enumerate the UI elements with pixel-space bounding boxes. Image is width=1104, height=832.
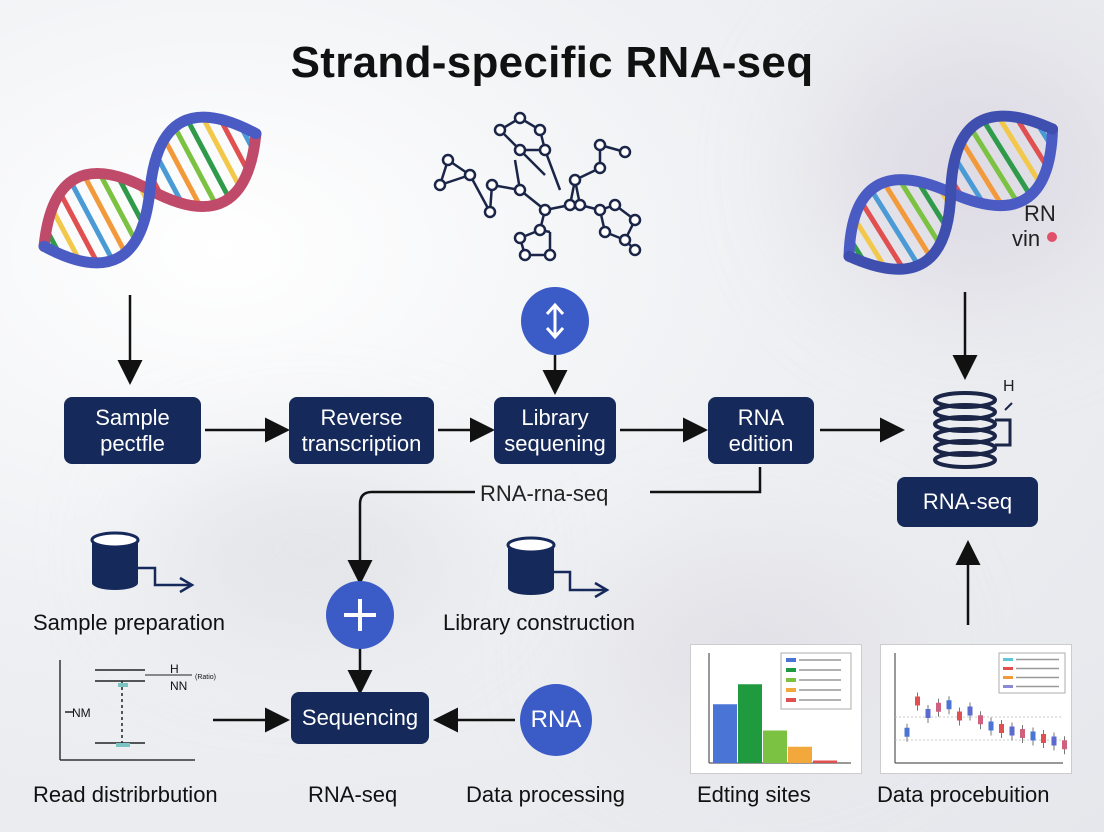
legend-swatch	[786, 688, 796, 692]
dna-helix-right-icon	[843, 110, 1059, 275]
bar-chart-svg	[708, 652, 852, 764]
dna-rung	[200, 116, 242, 188]
dna-rung	[98, 173, 138, 241]
dna-rung	[981, 118, 1033, 197]
box-10	[999, 724, 1004, 733]
label-editing-sites: Edting sites	[697, 782, 811, 807]
dna-rung	[219, 120, 250, 171]
plot-tag: (Ratio)	[195, 674, 216, 681]
molecule-icon	[433, 111, 642, 262]
editing-sites-chart	[690, 644, 862, 774]
bar-1	[713, 704, 737, 763]
dna-rung	[968, 126, 1020, 204]
dna-rung	[853, 218, 887, 268]
box-5	[946, 700, 952, 710]
dna-rung	[954, 158, 985, 204]
reverse-transcription-box: Reverse transcription	[289, 397, 434, 464]
label-read-distribution: Read distribrbution	[33, 782, 218, 807]
bar-3	[763, 730, 787, 763]
plot-marker-nn: NN	[170, 679, 187, 693]
dna-rung	[185, 118, 232, 200]
bar-5	[813, 760, 837, 763]
database-icon-right	[506, 536, 610, 599]
dna-rung	[960, 140, 1004, 206]
dna-rung	[869, 188, 921, 267]
bar-2	[738, 684, 762, 763]
legend-swatch	[1003, 685, 1013, 688]
bar-4	[788, 746, 812, 763]
legend-swatch	[786, 658, 796, 662]
connector-left	[347, 490, 475, 585]
red-dot-icon	[1047, 232, 1057, 242]
library-sequening-box: Library sequening	[494, 397, 616, 464]
sample-box: Sample pectfle	[64, 397, 201, 464]
label-library-construction: Library construction	[443, 610, 635, 635]
legend-swatch	[1003, 676, 1013, 679]
dna-rung	[916, 182, 948, 227]
rna-seq-box: RNA-seq	[897, 477, 1038, 527]
up-down-circle	[521, 287, 589, 355]
box-8	[978, 715, 983, 725]
box-legend	[998, 652, 1066, 694]
dna-rung	[68, 180, 115, 262]
data-procebuition-chart	[880, 644, 1072, 774]
sequencing-box: Sequencing	[291, 692, 429, 744]
dna-rung	[58, 192, 100, 264]
connector-label: RNA-rna-seq	[480, 481, 609, 506]
label-data-processing: Data processing	[466, 782, 625, 807]
plus-icon	[344, 599, 376, 631]
helix-text-2: vin	[1012, 226, 1041, 251]
connector-right	[650, 467, 762, 494]
label-rna-seq: RNA-seq	[308, 782, 398, 807]
legend-swatch	[1003, 658, 1013, 661]
box-3	[925, 709, 931, 718]
box-12	[1020, 729, 1025, 738]
plus-circle	[326, 581, 394, 649]
coil-icon	[933, 391, 1013, 469]
diagram-title: Strand-specific RNA-seq	[290, 38, 814, 87]
database-icon-left	[90, 531, 195, 594]
dna-rung	[859, 201, 905, 270]
legend-swatch	[786, 698, 796, 702]
legend-swatch	[1003, 667, 1013, 670]
flow-arrows	[117, 292, 981, 733]
bar-legend	[780, 652, 852, 710]
box-chart-svg	[894, 652, 1067, 764]
box-4	[936, 702, 941, 712]
dna-rung	[881, 181, 933, 259]
label-data-procebuition: Data procebuition	[877, 782, 1050, 807]
legend-swatch	[786, 678, 796, 682]
label-sample-preparation: Sample preparation	[33, 610, 226, 635]
dna-rung	[116, 177, 145, 224]
box-15	[1051, 736, 1057, 746]
dna-rung	[898, 179, 942, 245]
plot-marker-h: H	[170, 662, 179, 676]
legend-swatch	[786, 668, 796, 672]
dna-rung	[50, 209, 81, 260]
dna-rung	[172, 126, 219, 206]
box-7	[967, 706, 973, 716]
coil-text: H	[1003, 378, 1015, 395]
box-9	[988, 721, 994, 731]
dna-rung	[155, 156, 184, 203]
dna-helix-left-icon	[38, 111, 262, 269]
plot-marker-nm: NM	[72, 706, 91, 720]
box-14	[1041, 734, 1046, 743]
box-13	[1030, 731, 1036, 741]
dna-rung	[162, 139, 202, 207]
rna-edition-box: RNA edition	[708, 397, 814, 464]
box-16	[1062, 740, 1067, 750]
helix-text-1: RN	[1024, 201, 1056, 226]
dna-rung	[1015, 117, 1049, 167]
box-6	[957, 711, 962, 721]
box-11	[1009, 726, 1015, 736]
dna-rung	[81, 174, 128, 254]
up-down-arrow-icon	[545, 302, 565, 340]
box-1	[904, 727, 910, 737]
read-distribution-plot: H NN NM (Ratio)	[59, 660, 216, 761]
box-2	[915, 696, 920, 706]
rna-circle: RNA	[520, 684, 592, 756]
dna-rung	[996, 115, 1042, 184]
